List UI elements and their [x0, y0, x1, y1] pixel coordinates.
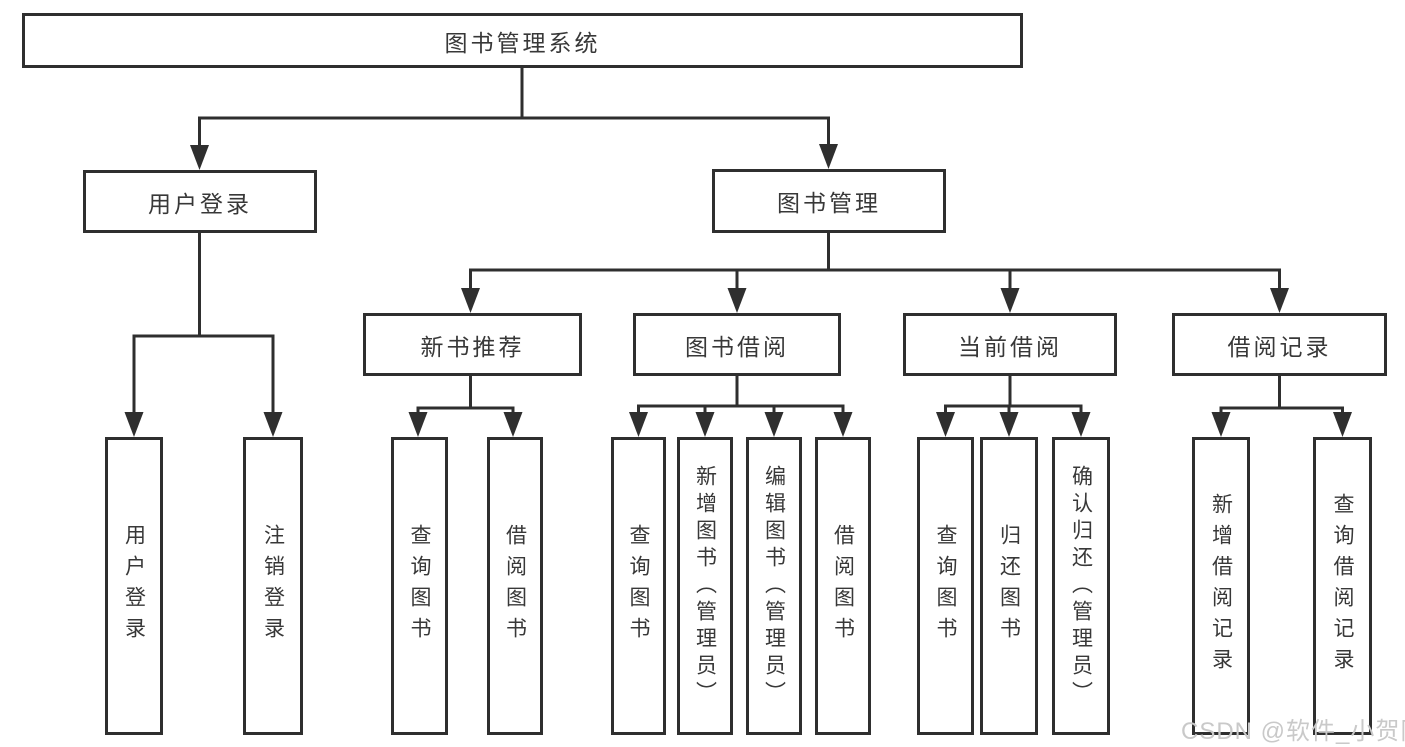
leaf-newbooks-borrow-book: 借阅图书: [487, 437, 543, 735]
node-new-book-recommend: 新书推荐: [363, 313, 582, 376]
leaf-current-return-book: 归还图书: [980, 437, 1038, 735]
leaf-borrow-add-book-admin: 新增图书（管理员）: [677, 437, 733, 735]
csdn-watermark: CSDN @软件_小贺同学: [1181, 718, 1405, 745]
leaf-records-query-record: 查询借阅记录: [1313, 437, 1372, 735]
leaf-borrow-edit-book-admin: 编辑图书（管理员）: [746, 437, 802, 735]
leaf-current-query-book: 查询图书: [917, 437, 974, 735]
leaf-newbooks-query-book: 查询图书: [391, 437, 448, 735]
leaf-records-add-record: 新增借阅记录: [1192, 437, 1250, 735]
node-current-borrow: 当前借阅: [903, 313, 1117, 376]
leaf-borrow-query-book: 查询图书: [611, 437, 666, 735]
node-borrow-records: 借阅记录: [1172, 313, 1387, 376]
node-book-borrow: 图书借阅: [633, 313, 841, 376]
leaf-logout: 注销登录: [243, 437, 303, 735]
leaf-user-login: 用户登录: [105, 437, 163, 735]
leaf-borrow-borrow-book: 借阅图书: [815, 437, 871, 735]
node-book-management: 图书管理: [712, 169, 946, 233]
node-root-system: 图书管理系统: [22, 13, 1023, 68]
leaf-current-confirm-return-admin: 确认归还（管理员）: [1052, 437, 1110, 735]
node-user-login: 用户登录: [83, 170, 317, 233]
